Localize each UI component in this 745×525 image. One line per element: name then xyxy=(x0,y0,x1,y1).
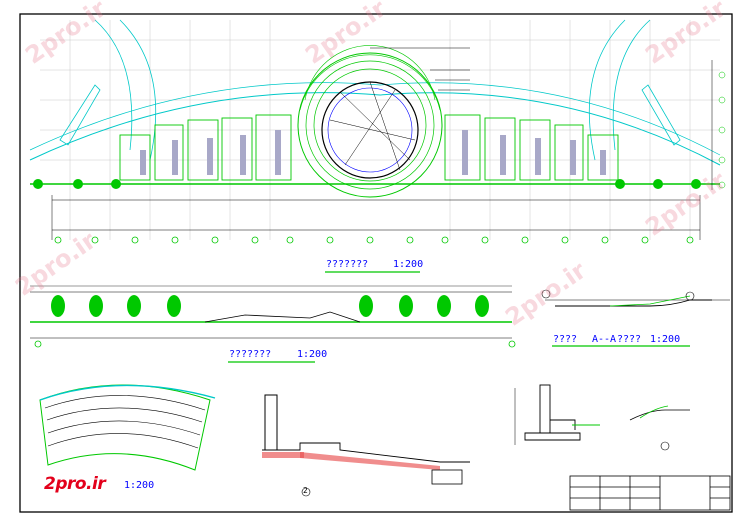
section-title: ???? xyxy=(553,334,578,345)
detail-stepped-section xyxy=(262,394,470,497)
section-title-2: ???? xyxy=(617,334,642,345)
plan-title: ??????? xyxy=(326,259,369,270)
plan-scale: 1:200 xyxy=(393,259,424,270)
sheet-border xyxy=(19,13,733,513)
section-scale: 1:200 xyxy=(650,334,681,345)
detail-wall-section xyxy=(514,384,600,445)
plan-blocks-left xyxy=(119,114,292,181)
detail-number: 2 xyxy=(303,486,308,495)
plan-blocks-right xyxy=(444,114,619,181)
plan-dimensions xyxy=(51,195,701,240)
plan-grid xyxy=(40,20,720,240)
elevation-scale: 1:200 xyxy=(297,349,328,360)
detail-scale: 1:200 xyxy=(124,480,155,491)
section-marker: A--A xyxy=(592,334,617,345)
plan-right-ticks xyxy=(711,60,726,190)
central-rotunda xyxy=(297,45,470,198)
plan-curves xyxy=(29,19,721,166)
detail-small-section xyxy=(629,405,690,451)
elevation-title: ??????? xyxy=(229,349,272,360)
site-logo: 2pro.ir xyxy=(44,474,106,494)
plan-axis-bubbles xyxy=(54,236,694,244)
section-aa-drawing xyxy=(541,289,730,307)
title-block xyxy=(569,475,731,511)
plan-trees xyxy=(33,179,701,189)
elevation-drawing xyxy=(30,285,516,348)
detail-terrace-plan xyxy=(39,384,216,471)
